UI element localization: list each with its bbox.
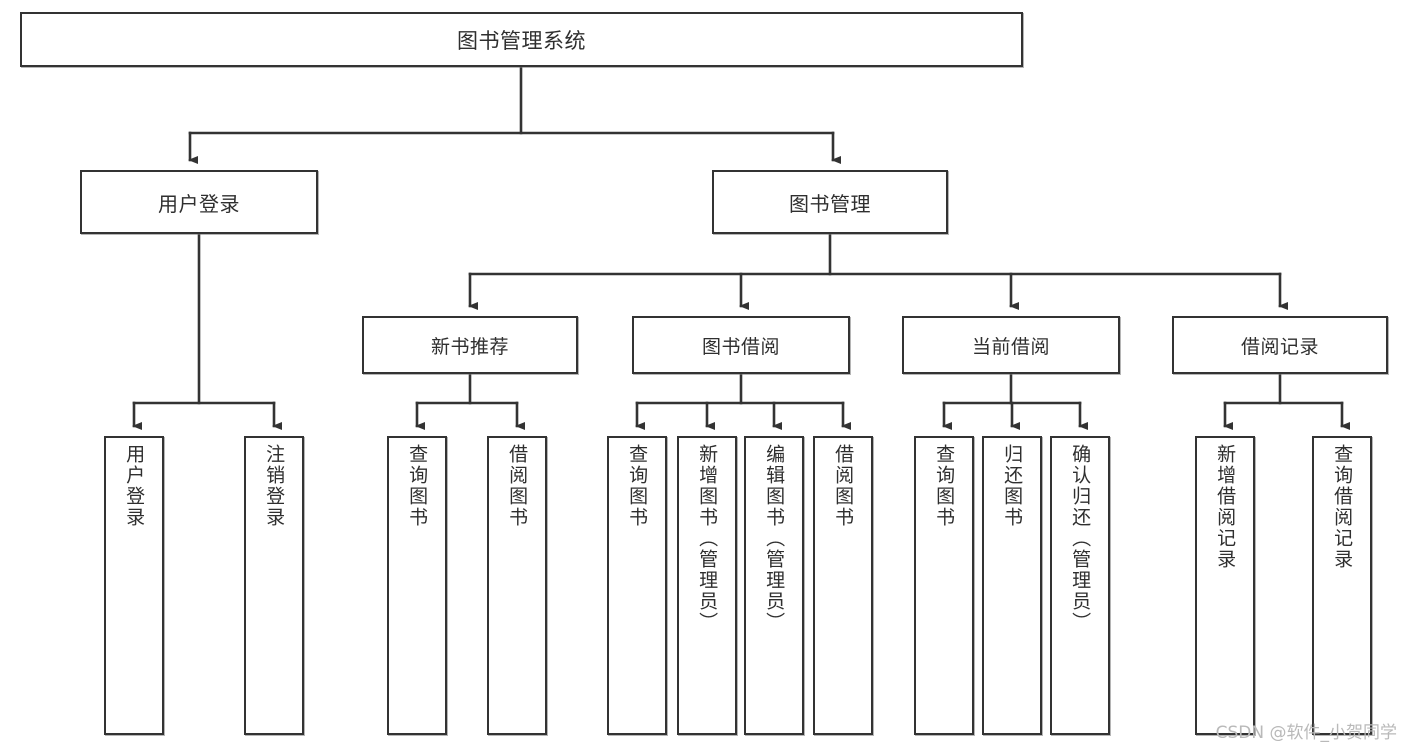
node-leaf-edit-book-admin[interactable]: 编辑图书（管理员） — [744, 436, 804, 735]
csdn-watermark: CSDN @软件_小贺同学 — [1215, 723, 1397, 743]
node-leaf-add-book-admin[interactable]: 新增图书（管理员） — [677, 436, 737, 735]
node-label: 查询图书 — [406, 444, 429, 528]
node-label: 编辑图书（管理员） — [763, 444, 786, 633]
node-leaf-add-borrow-record[interactable]: 新增借阅记录 — [1195, 436, 1255, 735]
node-leaf-borrow-book-recommend[interactable]: 借阅图书 — [487, 436, 547, 735]
node-book-borrow[interactable]: 图书借阅 — [632, 316, 850, 374]
node-label: 查询图书 — [933, 444, 956, 528]
node-borrow-record[interactable]: 借阅记录 — [1172, 316, 1388, 374]
node-label: 图书管理系统 — [457, 28, 586, 53]
node-book-management[interactable]: 图书管理 — [712, 170, 948, 234]
node-new-book-recommend[interactable]: 新书推荐 — [362, 316, 578, 374]
node-leaf-query-book-recommend[interactable]: 查询图书 — [387, 436, 447, 735]
node-leaf-query-borrow-record[interactable]: 查询借阅记录 — [1312, 436, 1372, 735]
node-label: 图书借阅 — [701, 335, 780, 358]
node-leaf-user-login[interactable]: 用户登录 — [104, 436, 164, 735]
node-user-login[interactable]: 用户登录 — [80, 170, 318, 234]
node-leaf-user-logout[interactable]: 注销登录 — [244, 436, 304, 735]
node-root-system[interactable]: 图书管理系统 — [20, 12, 1023, 67]
node-leaf-confirm-return-admin[interactable]: 确认归还（管理员） — [1050, 436, 1110, 735]
node-label: 查询借阅记录 — [1331, 444, 1354, 570]
node-label: 借阅图书 — [832, 444, 855, 528]
node-label: 当前借阅 — [971, 335, 1050, 358]
node-label: 新增图书（管理员） — [696, 444, 719, 633]
node-current-borrow[interactable]: 当前借阅 — [902, 316, 1120, 374]
node-label: 注销登录 — [263, 444, 286, 528]
node-label: 归还图书 — [1001, 444, 1024, 528]
node-label: 新增借阅记录 — [1214, 444, 1237, 570]
node-leaf-query-book-borrow[interactable]: 查询图书 — [607, 436, 667, 735]
node-label: 借阅记录 — [1240, 335, 1319, 358]
node-label: 确认归还（管理员） — [1069, 444, 1092, 633]
node-leaf-borrow-book[interactable]: 借阅图书 — [813, 436, 873, 735]
node-label: 查询图书 — [626, 444, 649, 528]
node-leaf-return-book[interactable]: 归还图书 — [982, 436, 1042, 735]
node-label: 图书管理 — [789, 191, 871, 216]
node-leaf-query-book-current[interactable]: 查询图书 — [914, 436, 974, 735]
node-label: 用户登录 — [123, 444, 146, 528]
node-label: 用户登录 — [158, 191, 240, 216]
node-label: 借阅图书 — [506, 444, 529, 528]
node-label: 新书推荐 — [430, 335, 509, 358]
